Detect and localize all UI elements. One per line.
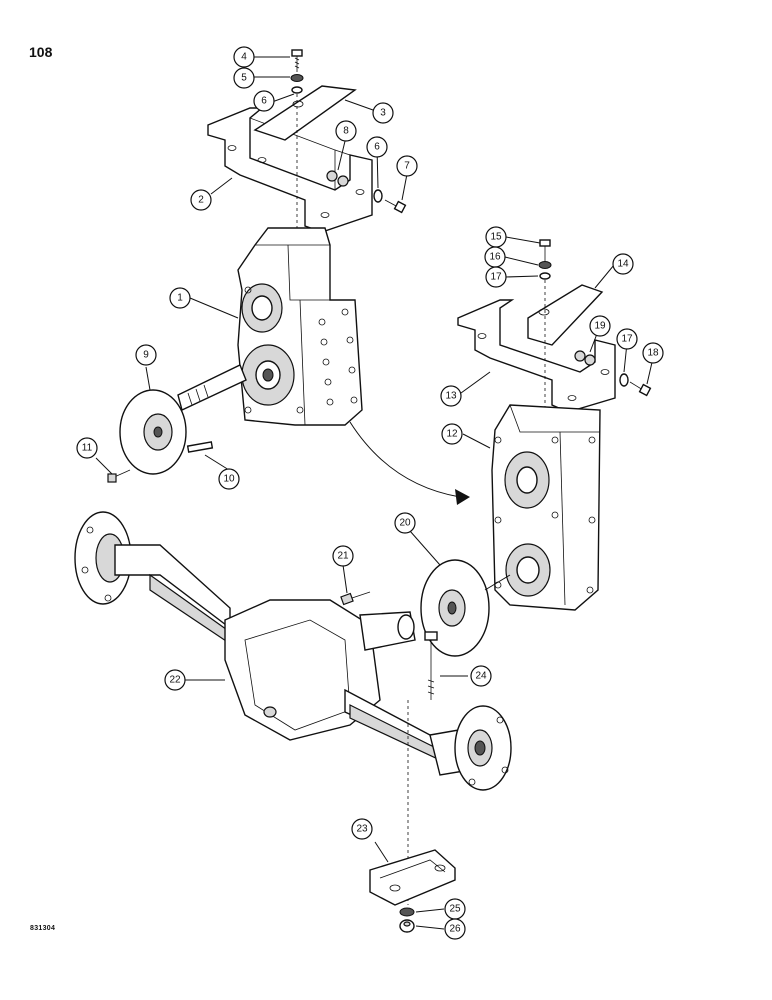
callout-19: 19 — [589, 315, 611, 337]
svg-text:16: 16 — [489, 252, 501, 263]
svg-text:2: 2 — [198, 195, 204, 206]
u-bolt-24 — [424, 631, 438, 700]
callout-3: 3 — [372, 102, 394, 124]
svg-text:20: 20 — [399, 518, 411, 529]
callout-21: 21 — [332, 545, 354, 567]
washer-17-side — [619, 373, 629, 387]
callout-7: 7 — [396, 155, 418, 177]
callout-6b: 6 — [366, 136, 388, 158]
svg-text:19: 19 — [594, 321, 606, 332]
washer-17-top — [539, 272, 551, 280]
right-mounting-bracket — [457, 299, 616, 413]
callout-15: 15 — [485, 226, 507, 248]
callout-25: 25 — [444, 898, 466, 920]
svg-text:22: 22 — [169, 675, 181, 686]
svg-text:8: 8 — [343, 126, 349, 137]
spring-seat-23 — [369, 849, 456, 906]
callout-4: 4 — [233, 46, 255, 68]
bolt-15 — [539, 239, 551, 262]
right-bracket-top-plate — [527, 284, 604, 346]
nut-26 — [399, 919, 415, 933]
figure-code: 831304 — [30, 925, 56, 932]
washer-16 — [538, 261, 552, 269]
svg-text:1: 1 — [177, 293, 183, 304]
bolt-7 — [384, 199, 407, 214]
svg-text:3: 3 — [380, 108, 386, 119]
svg-text:5: 5 — [241, 73, 247, 84]
washer-6-side — [373, 189, 383, 203]
leader-lines — [95, 56, 654, 930]
washer-5 — [290, 74, 304, 82]
svg-text:13: 13 — [445, 391, 457, 402]
callout-1: 1 — [169, 287, 191, 309]
callout-10: 10 — [218, 468, 240, 490]
svg-text:10: 10 — [223, 474, 235, 485]
washer-25 — [399, 907, 415, 917]
callout-18: 18 — [642, 342, 664, 364]
callout-8: 8 — [335, 120, 357, 142]
svg-text:6: 6 — [374, 142, 380, 153]
arrow-head — [455, 489, 470, 505]
callout-17b: 17 — [616, 328, 638, 350]
brake-disc-9 — [119, 389, 187, 475]
svg-text:26: 26 — [449, 924, 461, 935]
callout-6a: 6 — [253, 90, 275, 112]
callout-16: 16 — [484, 246, 506, 268]
key-10 — [186, 441, 214, 453]
callout-14: 14 — [612, 253, 634, 275]
callout-23: 23 — [351, 818, 373, 840]
callout-22: 22 — [164, 669, 186, 691]
axle-housing-22 — [74, 511, 512, 791]
callout-13: 13 — [440, 385, 462, 407]
svg-text:11: 11 — [82, 443, 93, 454]
callout-9: 9 — [135, 344, 157, 366]
svg-text:12: 12 — [446, 429, 458, 440]
nuts-8 — [326, 170, 349, 187]
callout-11: 11 — [76, 437, 98, 459]
svg-text:4: 4 — [241, 52, 247, 63]
svg-text:17: 17 — [621, 334, 633, 345]
svg-text:24: 24 — [475, 671, 487, 682]
callout-17a: 17 — [485, 266, 507, 288]
output-shaft — [177, 364, 247, 411]
bolt-4 — [291, 49, 303, 72]
svg-text:17: 17 — [490, 272, 502, 283]
callout-24: 24 — [470, 665, 492, 687]
svg-text:6: 6 — [261, 96, 267, 107]
callout-20: 20 — [394, 512, 416, 534]
svg-text:7: 7 — [404, 161, 410, 172]
brake-disc-20 — [420, 559, 490, 657]
screw-11 — [107, 469, 131, 483]
transfer-gearbox-1 — [237, 227, 363, 426]
svg-text:18: 18 — [647, 348, 659, 359]
svg-text:14: 14 — [617, 259, 629, 270]
bracket-top-plate — [253, 85, 357, 141]
svg-text:21: 21 — [337, 551, 349, 562]
callout-5: 5 — [233, 67, 255, 89]
bolt-18 — [629, 381, 652, 397]
washer-6-top — [291, 86, 303, 94]
callout-2: 2 — [190, 189, 212, 211]
bolt-21 — [340, 591, 371, 606]
svg-text:25: 25 — [449, 904, 461, 915]
page-number: 108 — [29, 44, 53, 60]
callout-26: 26 — [444, 918, 466, 940]
svg-text:9: 9 — [143, 350, 149, 361]
callout-12: 12 — [441, 423, 463, 445]
svg-text:23: 23 — [356, 824, 368, 835]
nuts-19 — [574, 350, 596, 366]
transfer-gearbox-12 — [491, 404, 601, 611]
svg-text:15: 15 — [490, 232, 502, 243]
